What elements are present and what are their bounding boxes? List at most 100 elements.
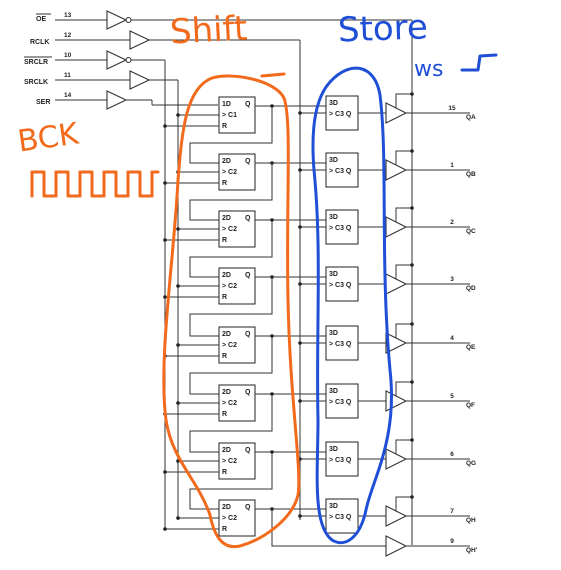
junction-dot <box>163 124 167 128</box>
junction-dot <box>410 322 414 326</box>
storage-register-stages: 3D> C3 Q3D> C3 Q3D> C3 Q3D> C3 Q3D> C3 Q… <box>298 95 386 534</box>
cascade-wire <box>189 163 273 221</box>
store-stage: 3D > C3 Q <box>298 498 386 534</box>
store-flipflop-clock: > C3 Q <box>329 168 352 175</box>
junction-dot <box>298 111 302 115</box>
store-stage: 3D > C3 Q <box>298 152 386 188</box>
output-pin-number: 4 <box>450 335 454 342</box>
output-pin-number: 1 <box>450 162 454 169</box>
junction-dot <box>410 206 414 210</box>
store-flipflop-clock: > C3 Q <box>329 111 352 118</box>
annotation-store: Store <box>337 7 428 50</box>
store-flipflop-clock: > C3 Q <box>329 514 352 521</box>
junction-dot <box>298 399 302 403</box>
shift-flipflop-clock: > C2 <box>222 283 237 290</box>
store-flipflop-clock: > C3 Q <box>329 457 352 464</box>
store-stage: 3D > C3 Q <box>298 383 386 419</box>
shift-flipflop-d: 2D <box>222 158 231 165</box>
shift-flipflop-clock: > C2 <box>222 400 237 407</box>
output-label: QG <box>466 460 476 467</box>
store-flipflop <box>325 266 359 302</box>
junction-dot <box>176 284 180 288</box>
cascade-wire <box>189 336 273 395</box>
junction-dot <box>410 380 414 384</box>
store-flipflop-clock: > C3 Q <box>329 282 352 289</box>
shift-flipflop <box>218 384 256 422</box>
input-rclk-pin: 12 <box>64 32 72 39</box>
shift-flipflop-d: 2D <box>222 331 231 338</box>
shift-flipflop-d: 2D <box>222 504 231 511</box>
store-flipflop-clock: > C3 Q <box>329 399 352 406</box>
store-flipflop-d: 3D <box>329 388 338 395</box>
shift-flipflop-r: R <box>222 411 227 418</box>
store-flipflop-d: 3D <box>329 271 338 278</box>
output-3: 2QC <box>385 206 476 238</box>
input-section: OE 13 RCLK 12 SRCLR 10 <box>24 10 413 545</box>
junction-dot <box>410 92 414 96</box>
shift-flipflop <box>218 153 256 191</box>
oe-inverter-bubble <box>125 16 132 24</box>
store-stage: 3D> C3 Q <box>298 325 386 361</box>
shift-flipflop-d: 2D <box>222 447 231 454</box>
output-pin-number: 15 <box>448 105 456 112</box>
shift-flipflop-d: 2D <box>222 272 231 279</box>
store-flipflop-clock: > C3 Q <box>329 341 352 348</box>
annotation-ws: ws <box>414 57 443 82</box>
store-flipflop-d: 3D <box>329 503 338 510</box>
oe-enable-wire <box>395 93 412 108</box>
cascade-wire <box>189 452 273 510</box>
input-oe-label: OE <box>36 16 46 23</box>
cascade-wire <box>189 106 273 164</box>
cascade-wire <box>189 277 273 337</box>
junction-dot <box>163 181 167 185</box>
cascade-wire <box>189 220 273 278</box>
input-srclr-label: SRCLR <box>24 59 48 66</box>
srclk-buffer <box>129 70 151 90</box>
ser-buffer <box>106 90 128 110</box>
output-label: QC <box>466 228 476 235</box>
shift-flipflop-clock: > C2 <box>222 458 237 465</box>
junction-dot <box>410 438 414 442</box>
store-flipflop <box>325 498 359 534</box>
shift-flipflop-q: Q <box>245 331 251 338</box>
output-pin-number: 6 <box>450 451 454 458</box>
junction-dot <box>163 295 167 299</box>
shift-flipflop-r: R <box>222 353 227 360</box>
handwritten-annotations: Shift Store ws BCK <box>16 7 498 549</box>
input-ser-label: SER <box>36 99 50 106</box>
annotation-bck: BCK <box>16 116 82 159</box>
junction-dot <box>176 401 180 405</box>
srclr-buffer <box>106 50 128 70</box>
oe-enable-wire <box>395 439 412 454</box>
oe-enable-wire <box>395 207 412 222</box>
shift-flipflop-r: R <box>222 469 227 476</box>
junction-dot <box>176 227 180 231</box>
shift-flipflop <box>218 96 256 134</box>
junction-dot <box>298 282 302 286</box>
shift-flipflop-q: Q <box>245 447 251 454</box>
output-pin-number: 5 <box>450 393 454 400</box>
shift-flipflop-r: R <box>222 123 227 130</box>
shift-flipflop-clock: > C2 <box>222 169 237 176</box>
srclr-inverter-bubble <box>125 56 132 64</box>
input-srclr-pin: 10 <box>64 52 72 59</box>
cascade-wire <box>189 394 273 453</box>
shift-flipflop-r: R <box>222 526 227 533</box>
junction-dot <box>298 341 302 345</box>
output-2: 1QB <box>385 149 476 181</box>
input-rclk-label: RCLK <box>30 39 49 46</box>
shift-highlight-tail <box>260 72 286 78</box>
store-flipflop-d: 3D <box>329 157 338 164</box>
output-7: 6QG <box>385 438 476 470</box>
output-pin-number: 2 <box>450 219 454 226</box>
shift-flipflop-q: Q <box>245 272 251 279</box>
junction-dot <box>163 527 167 531</box>
shift-flipflop <box>218 267 256 305</box>
